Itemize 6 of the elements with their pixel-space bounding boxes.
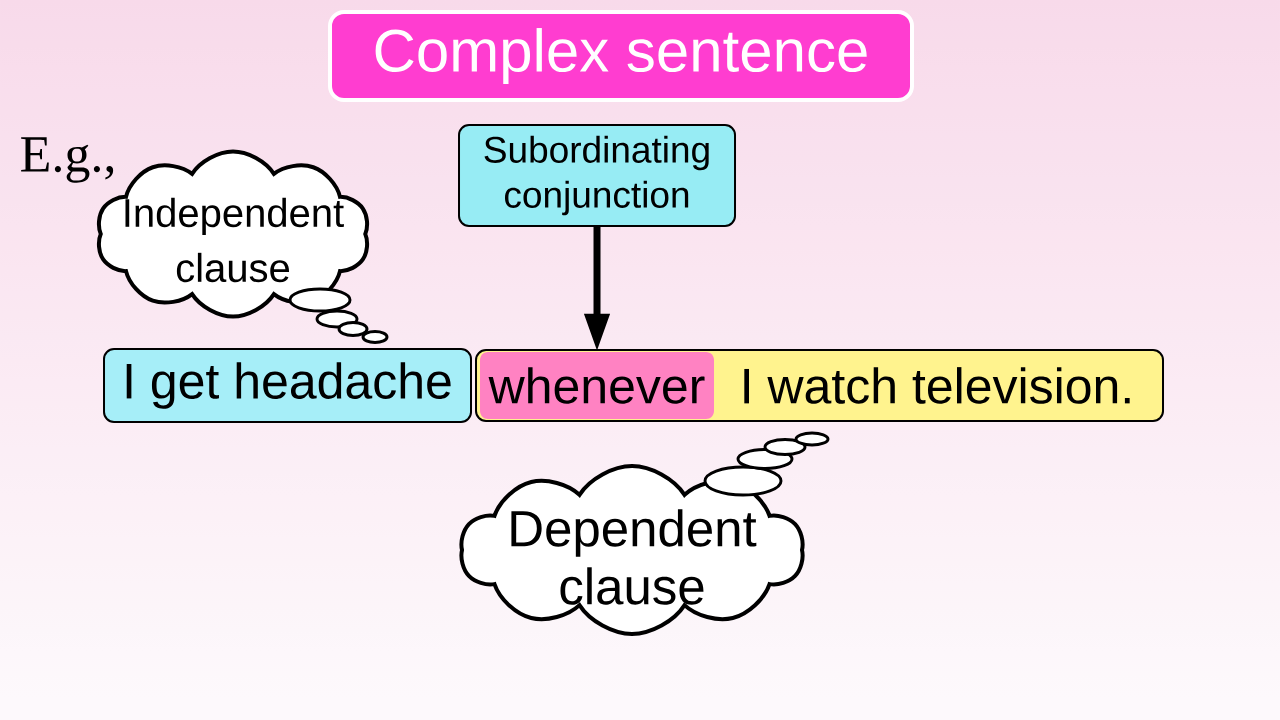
term-box: Subordinating conjunction — [458, 124, 736, 227]
clause-text: I watch television. — [744, 367, 1130, 404]
thought-cloud: Dependent clause — [459, 464, 805, 636]
highlighted-word: whenever — [480, 352, 714, 419]
clause-box: I get headache — [103, 348, 472, 423]
title-banner: Complex sentence — [328, 10, 914, 102]
